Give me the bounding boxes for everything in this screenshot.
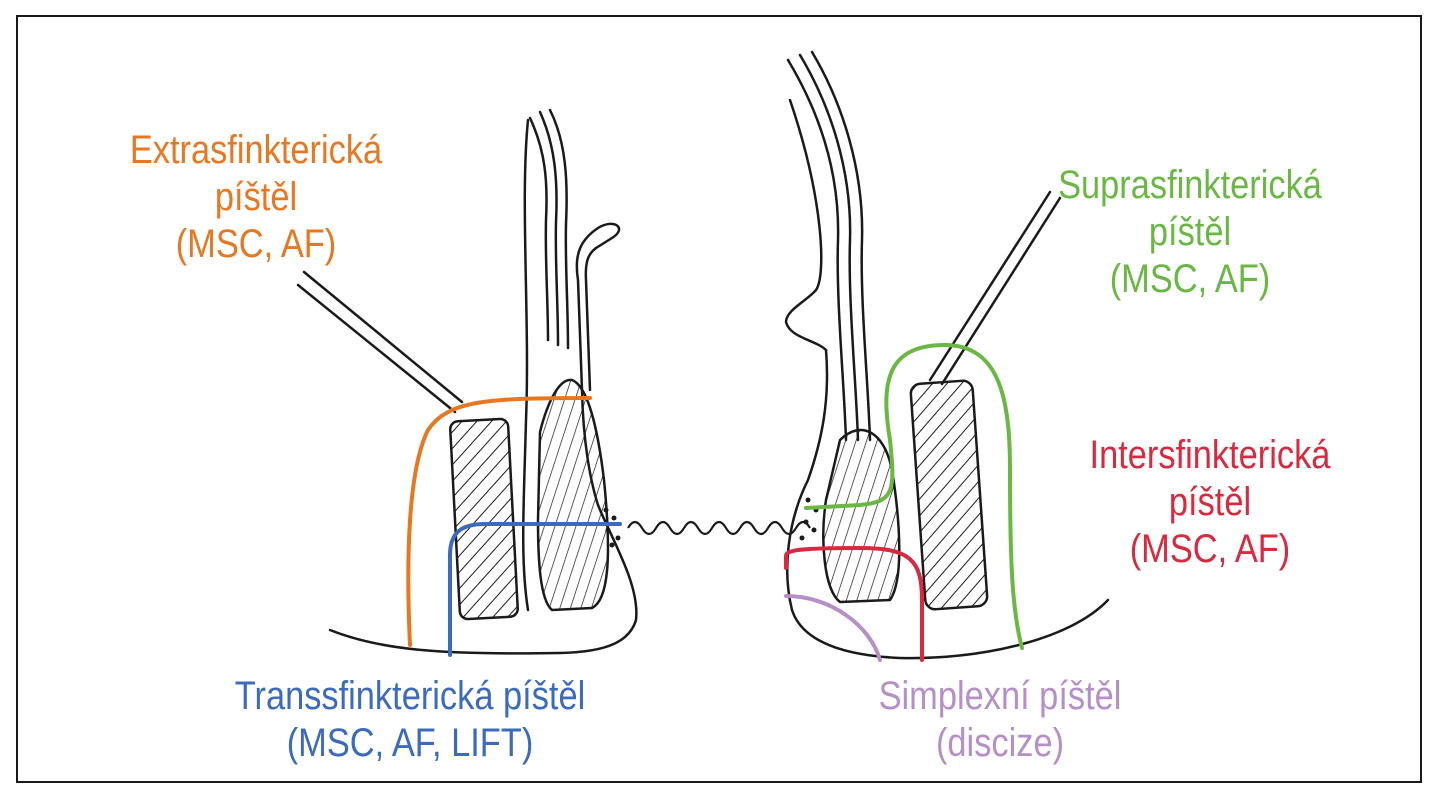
label-extrasphincteric-line3: (MSC, AF) [175,222,337,266]
label-extrasphincteric-line2: píštěl [214,175,298,219]
intersphincteric-tract [784,545,924,662]
label-simplex-fistula: Simplexní píštěl (discize) [837,673,1164,767]
label-extrasphincteric-fistula: Extrasfinkterická píštěl (MSC, AF) [93,127,420,268]
label-simplex-line1: Simplexní píštěl [878,674,1122,718]
label-extrasphincteric-line1: Extrasfinkterická [129,128,383,172]
label-suprasphincteric-line1: Suprasfinkterická [1058,163,1322,207]
label-transsphincteric-line1: Transsfinkterická píštěl [234,674,586,718]
label-intersphincteric-line1: Intersfinkterická [1089,433,1331,477]
transsphincteric-tract [448,522,622,657]
anatomy-outline [296,50,1110,660]
label-transsphincteric-fistula: Transsfinkterická píštěl (MSC, AF, LIFT) [186,673,633,767]
label-suprasphincteric-fistula: Suprasfinkterická píštěl (MSC, AF) [1052,162,1327,303]
label-intersphincteric-fistula: Intersfinkterická píštěl (MSC, AF) [1055,432,1365,573]
simplex-tract [784,594,882,662]
label-suprasphincteric-line3: (MSC, AF) [1109,257,1271,301]
label-intersphincteric-line3: (MSC, AF) [1129,527,1291,571]
anal-canal-line [627,520,811,536]
suprasphincteric-tract [804,342,1024,650]
crypt-dots [603,497,819,548]
label-suprasphincteric-line2: píštěl [1148,210,1232,254]
label-transsphincteric-line2: (MSC, AF, LIFT) [286,721,534,765]
label-intersphincteric-line2: píštěl [1168,480,1252,524]
label-simplex-line2: (discize) [935,721,1065,765]
figure-frame [16,15,1422,783]
extrasphincteric-tract [406,396,592,647]
